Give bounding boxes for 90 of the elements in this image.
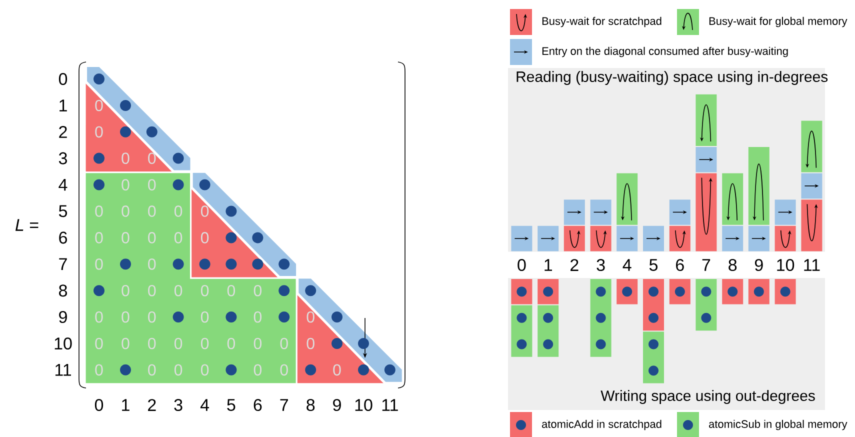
legend-text: Entry on the diagonal consumed after busy-waiting (542, 46, 788, 58)
matrix-entry: 0 (122, 338, 130, 350)
legend-text: Busy-wait for global memory (709, 16, 848, 28)
column-number: 10 (777, 258, 794, 272)
column-number: 7 (280, 399, 288, 411)
matrix-entry: 0 (148, 206, 156, 217)
matrix-entry: 0 (95, 100, 103, 112)
matrix-entry: 0 (122, 152, 130, 164)
matrix-entry: 0 (122, 179, 130, 190)
matrix-entry: 0 (148, 152, 156, 164)
matrix-entry: 0 (122, 232, 130, 244)
column-number: 7 (702, 259, 710, 271)
panel-title: Reading (busy-waiting) space using in-degrees (516, 71, 828, 85)
matrix-entry: 0 (95, 364, 103, 376)
column-number: 2 (570, 259, 578, 271)
column-number: 5 (227, 399, 236, 411)
matrix-entry: 0 (280, 364, 288, 376)
row-number: 11 (55, 364, 71, 376)
row-number: 4 (58, 178, 68, 191)
row-number: 7 (59, 258, 67, 270)
row-number: 0 (58, 72, 68, 86)
row-number: 5 (58, 205, 67, 218)
column-number: 11 (804, 259, 820, 271)
legend-text: Busy-wait for scratchpad (542, 16, 662, 28)
matrix-entry: 0 (95, 206, 103, 217)
matrix-entry: 0 (254, 284, 262, 296)
matrix-name: L = (15, 219, 38, 231)
matrix-entry: 0 (174, 232, 182, 244)
column-number: 6 (254, 398, 262, 412)
matrix-entry: 0 (200, 364, 209, 376)
column-number: 1 (544, 259, 552, 271)
matrix-entry: 0 (148, 179, 156, 190)
matrix-entry: 0 (227, 284, 236, 296)
matrix-entry: 0 (95, 232, 103, 244)
matrix-entry: 0 (200, 206, 209, 217)
matrix-entry: 0 (254, 311, 262, 323)
column-number: 2 (148, 399, 156, 411)
matrix-entry: 0 (148, 284, 156, 296)
matrix-entry: 0 (254, 338, 262, 350)
row-number: 10 (54, 337, 72, 350)
matrix-entry: 0 (95, 338, 103, 350)
row-number: 6 (59, 232, 67, 244)
matrix-entry: 0 (200, 338, 209, 350)
matrix-entry: 0 (306, 338, 314, 350)
matrix-entry: 0 (122, 284, 130, 296)
panel-title: Writing space using out-degrees (600, 390, 815, 404)
legend-text: atomicAdd in scratchpad (542, 420, 662, 430)
column-number: 1 (122, 399, 130, 411)
matrix-entry: 0 (174, 206, 182, 217)
matrix-entry: 0 (174, 364, 182, 376)
matrix-entry: 0 (148, 338, 156, 350)
row-number: 3 (58, 152, 67, 164)
matrix-entry: 0 (200, 284, 209, 296)
matrix-entry: 0 (122, 311, 130, 323)
column-number: 5 (649, 259, 658, 271)
matrix-entry: 0 (148, 258, 156, 270)
matrix-entry: 0 (95, 258, 103, 270)
column-number: 9 (754, 258, 763, 272)
column-number: 6 (676, 258, 684, 272)
column-number: 0 (518, 258, 526, 272)
column-number: 3 (596, 258, 605, 272)
matrix-entry: 0 (200, 311, 209, 323)
matrix-entry: 0 (148, 311, 156, 323)
row-number: 2 (59, 126, 67, 138)
matrix-entry: 0 (122, 206, 130, 217)
column-number: 9 (333, 398, 341, 412)
matrix-entry: 0 (306, 311, 314, 323)
row-number: 9 (59, 310, 67, 324)
matrix-entry: 0 (148, 364, 156, 376)
column-number: 4 (200, 399, 210, 411)
column-number: 4 (622, 259, 632, 271)
column-number: 8 (728, 258, 737, 272)
matrix-entry: 0 (148, 232, 156, 244)
column-number: 8 (306, 398, 315, 412)
legend-text: atomicSub in global memory (709, 420, 848, 430)
matrix-entry: 0 (95, 126, 103, 138)
matrix-entry: 0 (333, 364, 341, 376)
column-number: 0 (94, 398, 104, 412)
matrix-entry: 0 (254, 364, 262, 376)
matrix-entry: 0 (174, 338, 182, 350)
matrix-entry: 0 (95, 311, 103, 323)
row-number: 1 (60, 100, 67, 112)
column-number: 11 (382, 399, 398, 411)
matrix-entry: 0 (200, 232, 209, 244)
row-number: 8 (59, 284, 67, 297)
matrix-entry: 0 (227, 338, 236, 350)
matrix-entry: 0 (280, 338, 288, 350)
column-number: 3 (174, 398, 182, 412)
column-number: 10 (355, 398, 372, 412)
matrix-entry: 0 (174, 284, 182, 296)
